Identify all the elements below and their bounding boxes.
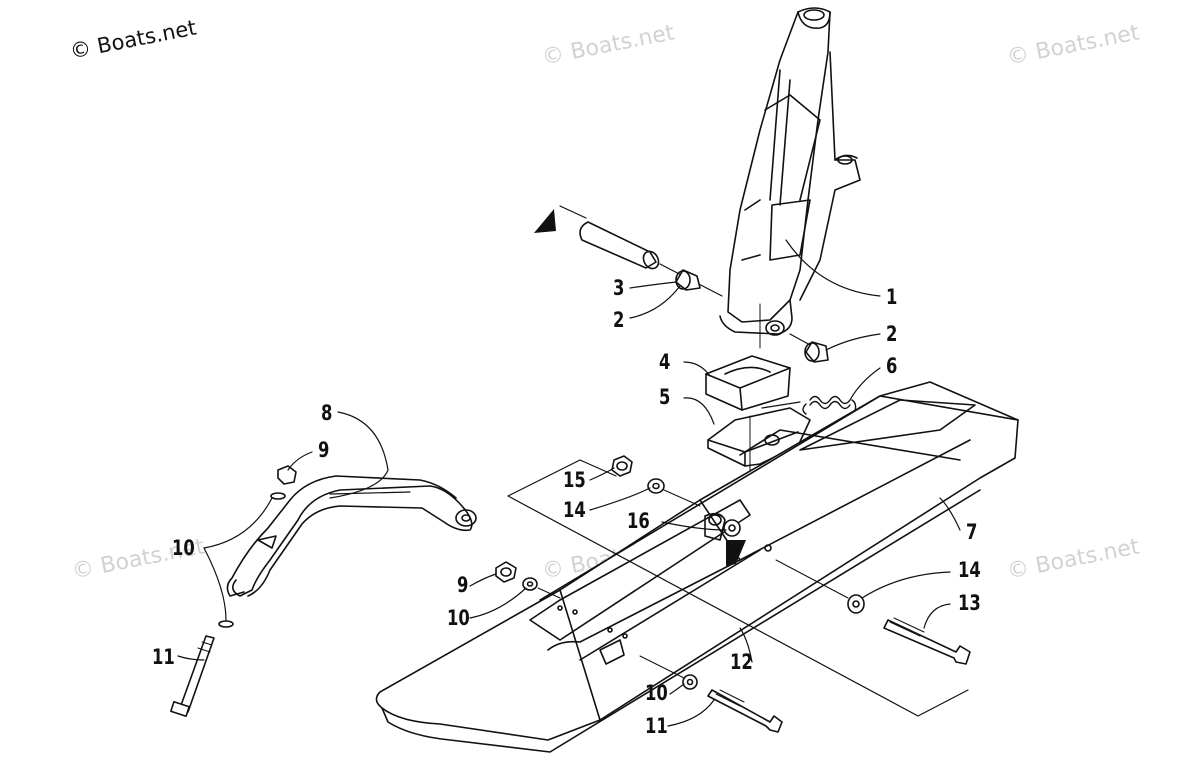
ski-loop-handle-part [170,465,477,718]
callout-15: 15 [563,468,586,492]
callout-2: 2 [613,308,625,332]
ski-part [375,381,1019,753]
callout-12: 12 [730,650,753,674]
spindle-part [719,7,861,349]
spring-part [802,395,857,415]
callout-13: 13 [958,591,981,615]
callout-10: 10 [645,681,668,705]
callout-5: 5 [659,385,671,409]
callout-8: 8 [321,401,333,425]
callout-11: 11 [645,714,668,738]
damper-pad-part [705,355,791,411]
callout-2: 2 [886,322,898,346]
leader-lines [177,239,961,727]
callout-6: 6 [886,354,898,378]
callout-14: 14 [563,498,586,522]
callout-14: 14 [958,558,981,582]
callout-4: 4 [659,350,671,374]
callout-9: 9 [318,438,330,462]
callout-10: 10 [172,536,195,560]
hardware-parts [495,455,971,733]
callout-3: 3 [613,276,625,300]
callout-10: 10 [447,606,470,630]
callout-16: 16 [627,509,650,533]
callout-1: 1 [886,285,898,309]
arrow-marker [534,209,556,233]
bushing-part [675,269,829,363]
callout-7: 7 [966,520,978,544]
callout-11: 11 [152,645,175,669]
callout-9: 9 [457,573,469,597]
arrow-marker [726,540,746,566]
